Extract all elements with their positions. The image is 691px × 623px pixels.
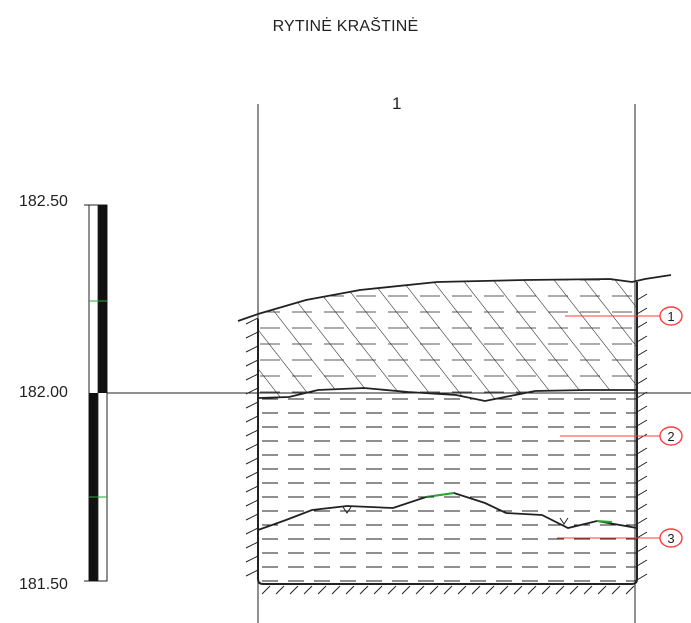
page-title: RYTINĖ KRAŠTINĖ xyxy=(272,18,419,35)
boundary-accent-segment-b xyxy=(596,520,613,523)
callout-1-circle xyxy=(659,306,683,326)
callout-3-circle xyxy=(659,528,683,548)
scale-bar-upper-dark-segment xyxy=(98,205,107,393)
elevation-label-bottom: 181.50 xyxy=(19,576,68,593)
layer-2-fill xyxy=(258,388,637,530)
scale-bar xyxy=(84,204,108,582)
callout-2-label: 2 xyxy=(667,429,674,444)
callout-3: 3 xyxy=(557,528,683,548)
boundary-marker-2 xyxy=(559,517,569,525)
callout-1: 1 xyxy=(565,306,683,326)
callout-3-label: 3 xyxy=(667,531,674,546)
layer-3-fill xyxy=(258,493,637,584)
elevation-label-top: 182.50 xyxy=(19,193,68,210)
layer-1-dashes xyxy=(258,279,637,401)
callout-2: 2 xyxy=(560,426,683,446)
outer-hatching xyxy=(245,293,648,595)
elevation-label-middle: 182.00 xyxy=(19,384,68,401)
section-number: 1 xyxy=(392,94,402,113)
scale-bar-lower-dark-segment xyxy=(89,393,98,581)
callout-1-label: 1 xyxy=(667,309,674,324)
callout-2-circle xyxy=(659,426,683,446)
